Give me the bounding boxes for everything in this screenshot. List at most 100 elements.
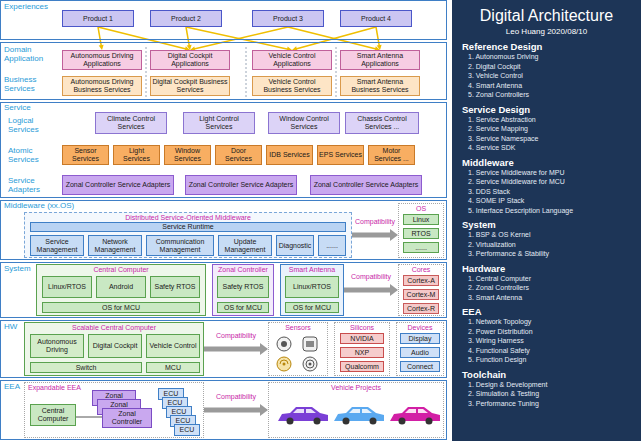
component-box: Motor Services ...	[368, 145, 415, 165]
component-box: Window Control Services	[268, 112, 340, 134]
component-box: Display	[400, 333, 440, 344]
connector-line	[376, 27, 379, 46]
component-box: Service Runtime	[30, 222, 346, 232]
panel-item: 5. Zonal Controllers	[462, 90, 631, 100]
layer-label: Business Services	[4, 76, 60, 94]
group-title: OS	[399, 205, 443, 213]
box-label: RTOS	[411, 230, 430, 238]
connector-line	[296, 27, 376, 49]
component-box: Window Services	[164, 145, 211, 165]
component-box: Linux/RTOS	[42, 276, 92, 298]
box-label: OS for MCU	[102, 304, 140, 312]
box-label: NVIDIA	[350, 335, 373, 343]
component-box: Audio	[400, 347, 440, 358]
panel-heading: EEA	[462, 306, 631, 317]
group-box: Scalable Central ComputerAutonomous Driv…	[24, 322, 204, 376]
component-box: Sensor Services	[62, 145, 109, 165]
component-box: Product 1	[62, 10, 134, 27]
component-box: Android	[96, 276, 146, 298]
box-label: Zonal Controller Service Adapters	[66, 181, 171, 189]
box-label: Diagnostic	[279, 242, 312, 250]
edge-label: Compatibility	[354, 218, 396, 226]
panel-item: 2. Zonal Controllers	[462, 283, 631, 293]
component-box: Linux/RTOS	[285, 276, 339, 298]
group-title: Smart Antenna	[281, 266, 343, 274]
group-box: SiliconsNVIDIANXPQualcomm	[334, 322, 390, 376]
panel-heading: Hardware	[462, 263, 631, 274]
box-label: Digital Cockpit Applications	[152, 52, 228, 67]
layer-label: Experiences	[4, 3, 48, 12]
component-box: Zonal Controller Service Adapters	[310, 175, 422, 195]
panel-item: 1. Central Computer	[462, 274, 631, 284]
panel-item: 1. BSP & OS Kernel	[462, 230, 631, 240]
panel-heading: System	[462, 219, 631, 230]
box-label: Smart Antenna Business Services	[342, 78, 418, 93]
panel-item: 3. Performance & Stability	[462, 249, 631, 259]
component-box: Chassis Control Services ...	[345, 112, 419, 134]
box-label: Chassis Control Services ...	[347, 115, 417, 130]
info-panel: Digital ArchitectureLeo Huang 2020/08/10…	[452, 0, 641, 441]
box-label: Sensor Services	[64, 147, 107, 162]
component-box: Zonal Controller	[102, 408, 152, 428]
box-label: OS for MCU	[224, 304, 262, 312]
component-box: Update Management	[218, 235, 272, 256]
layer-label: Logical Services	[8, 117, 58, 135]
component-box: MCU	[146, 362, 200, 373]
arrow-head	[390, 229, 398, 241]
component-box: Diagnostic	[276, 235, 314, 256]
box-label: Vehicle Control Business Services	[254, 78, 330, 93]
edge-label: Compatibility	[350, 273, 392, 281]
layer-band: HWScalable Central ComputerAutonomous Dr…	[0, 320, 447, 378]
box-label: Service Management	[32, 238, 82, 253]
panel-item: 1. Design & Development	[462, 380, 631, 390]
component-box: ......	[403, 242, 439, 253]
component-box: RTOS	[403, 228, 439, 239]
box-label: NXP	[355, 349, 369, 357]
layer-label: Service Adapters	[8, 177, 58, 195]
layer-label: Atomic Services	[8, 147, 58, 165]
component-box: Light Control Services	[183, 112, 255, 134]
box-label: Light Services	[115, 147, 158, 162]
box-label: Central Computer	[32, 407, 74, 422]
component-box: Network Management	[88, 235, 142, 256]
panel-heading: Toolchain	[462, 369, 631, 380]
box-label: Qualcomm	[345, 363, 379, 371]
arrow-head	[260, 404, 268, 416]
box-label: Vehicle Control	[149, 342, 196, 350]
connector	[376, 27, 382, 50]
box-label: Autonomous Driving Applications	[64, 52, 140, 67]
box-label: Product 4	[361, 15, 391, 23]
layer-label: Service	[4, 104, 31, 113]
component-box: Smart Antenna Applications	[340, 50, 420, 70]
arrow-head	[390, 284, 398, 296]
component-box: OS for MCU	[285, 302, 339, 313]
compatibility-arrow	[204, 343, 268, 355]
box-label: Motor Services ...	[370, 147, 413, 162]
box-label: Linux/RTOS	[48, 283, 86, 291]
component-box: Zonal Controller Service Adapters	[62, 175, 174, 195]
component-box: OS for MCU	[217, 302, 269, 313]
box-label: EPS Services	[319, 151, 362, 159]
component-box: Digital Cockpit	[88, 334, 142, 358]
panel-item: 5. Interface Description Language	[462, 206, 631, 216]
group-title: Distributed Service-Oriented Middleware	[25, 214, 351, 222]
connector-line	[76, 417, 102, 418]
panel-item: 2. Simulation & Testing	[462, 389, 631, 399]
box-label: Audio	[411, 349, 429, 357]
connector-line	[204, 408, 261, 413]
component-box: NVIDIA	[340, 333, 384, 344]
component-box: Autonomous Driving	[30, 334, 84, 358]
box-label: OS for MCU	[293, 304, 331, 312]
box-label: Network Management	[90, 238, 140, 253]
group-box: Vehicle Projects	[268, 382, 444, 438]
group-title: Vehicle Projects	[269, 384, 443, 392]
box-label: Update Management	[220, 238, 270, 253]
box-label: Product 2	[171, 15, 201, 23]
connector-line	[98, 27, 186, 49]
component-box: Zonal Controller Service Adapters	[185, 175, 297, 195]
panel-item: 1. Service Middleware for MPU	[462, 168, 631, 178]
panel-item: 4. Smart Antenna	[462, 81, 631, 91]
component-box: EPS Services	[317, 145, 364, 165]
component-box: Switch	[30, 362, 142, 373]
group-title: Devices	[397, 324, 443, 332]
